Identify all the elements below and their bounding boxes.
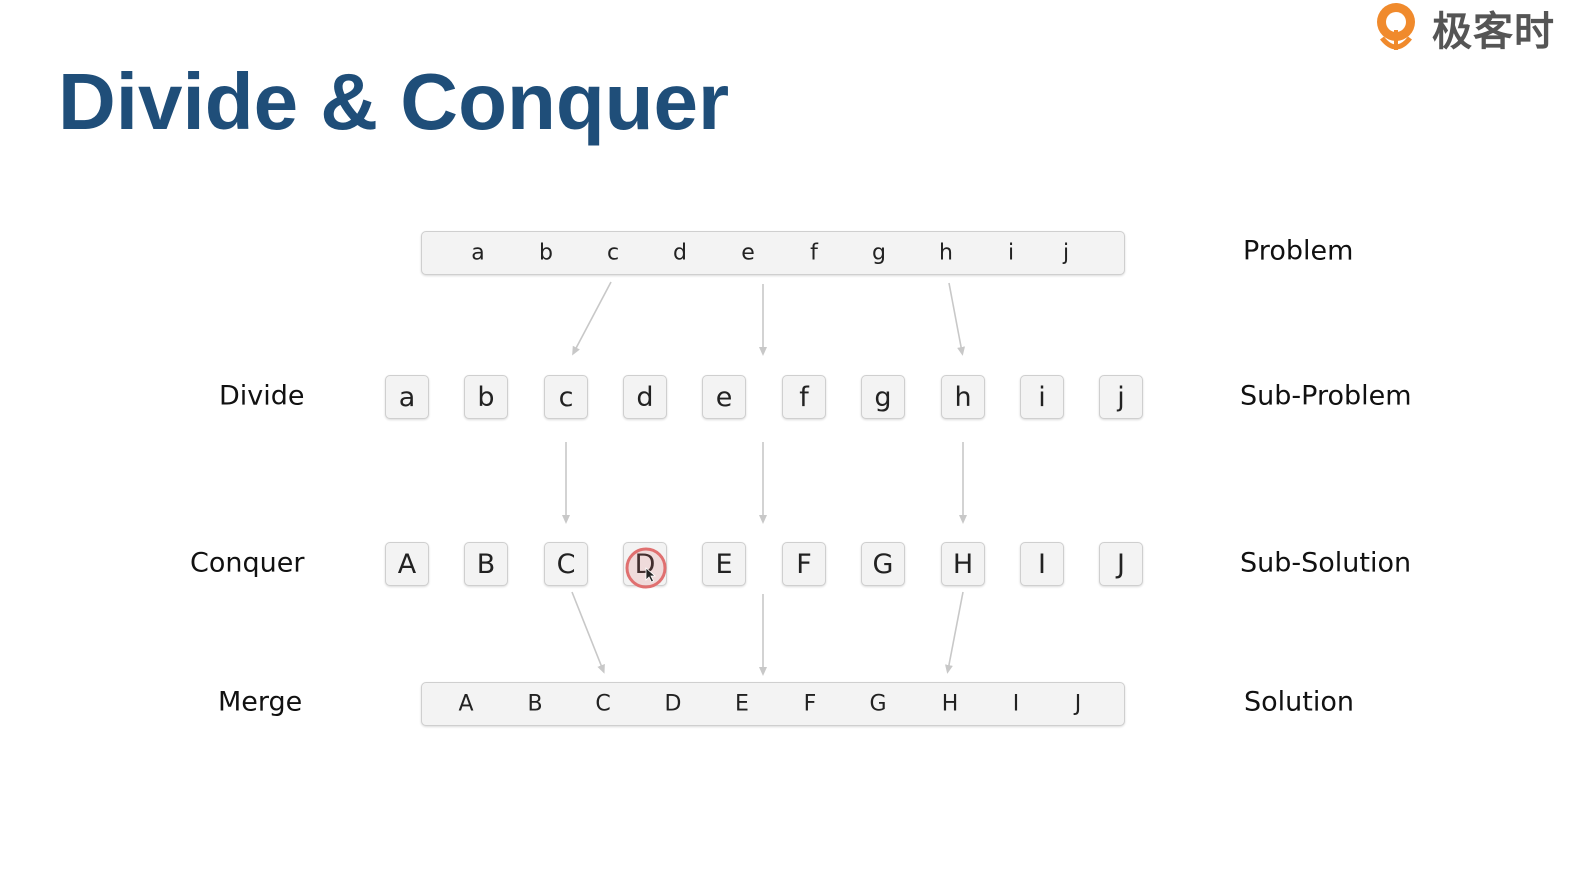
- solution-letter: I: [1012, 691, 1020, 717]
- sub-problem-box: f: [782, 375, 826, 419]
- sub-problem-box: e: [702, 375, 746, 419]
- problem-letter: i: [1007, 240, 1015, 266]
- solution-letter: D: [664, 691, 682, 717]
- arrow-problem-to-h: [948, 282, 966, 356]
- solution-letter: C: [595, 691, 611, 717]
- sub-solution-box: H: [941, 542, 985, 586]
- slide-title: Divide & Conquer: [58, 57, 730, 146]
- sub-problem-box: c: [544, 375, 588, 419]
- problem-letter: f: [810, 240, 818, 266]
- mouse-pointer-icon: [625, 547, 667, 589]
- problem-letter: j: [1062, 240, 1070, 266]
- sub-problem-box: a: [385, 375, 429, 419]
- row-label-merge: Merge: [218, 686, 303, 718]
- sub-solution-box: J: [1099, 542, 1143, 586]
- problem-letter: g: [872, 240, 886, 266]
- problem-letter: a: [471, 240, 485, 266]
- sub-solution-box: E: [702, 542, 746, 586]
- sub-problem-box: j: [1099, 375, 1143, 419]
- stage-label-problem: Problem: [1243, 235, 1354, 267]
- arrow-H-to-solution: [945, 591, 964, 674]
- problem-letter: d: [673, 240, 687, 266]
- stage-label-sub-problem: Sub-Problem: [1240, 380, 1412, 412]
- problem-bar: a b c d e f g h i j: [421, 231, 1125, 275]
- solution-letter: B: [527, 691, 543, 717]
- row-label-conquer: Conquer: [190, 547, 305, 579]
- sub-solution-box: I: [1020, 542, 1064, 586]
- sub-solution-box: A: [385, 542, 429, 586]
- sub-problem-box: g: [861, 375, 905, 419]
- brand-name: 极客时: [1432, 9, 1555, 55]
- solution-letter: A: [458, 691, 474, 717]
- sub-solution-box: F: [782, 542, 826, 586]
- solution-letter: G: [869, 691, 887, 717]
- sub-solution-box: G: [861, 542, 905, 586]
- problem-letter: e: [741, 240, 755, 266]
- sub-solution-box: C: [544, 542, 588, 586]
- solution-letter: F: [803, 691, 817, 717]
- brand-logo: 极客时: [1368, 0, 1555, 56]
- solution-letter: J: [1074, 691, 1082, 717]
- sub-problem-box: d: [623, 375, 667, 419]
- problem-letter: h: [939, 240, 953, 266]
- sub-solution-box: B: [464, 542, 508, 586]
- solution-bar: A B C D E F G H I J: [421, 682, 1125, 726]
- geekbang-logo-icon: [1377, 3, 1415, 50]
- stage-label-sub-solution: Sub-Solution: [1240, 547, 1412, 579]
- sub-problem-box: h: [941, 375, 985, 419]
- row-label-divide: Divide: [219, 380, 305, 412]
- stage-label-solution: Solution: [1244, 686, 1354, 718]
- arrow-problem-to-c: [572, 281, 612, 356]
- sub-problem-box: i: [1020, 375, 1064, 419]
- solution-letter: E: [735, 691, 749, 717]
- sub-problem-box: b: [464, 375, 508, 419]
- problem-letter: b: [539, 240, 553, 266]
- arrow-C-to-solution: [571, 591, 605, 674]
- problem-letter: c: [606, 240, 620, 266]
- solution-letter: H: [941, 691, 959, 717]
